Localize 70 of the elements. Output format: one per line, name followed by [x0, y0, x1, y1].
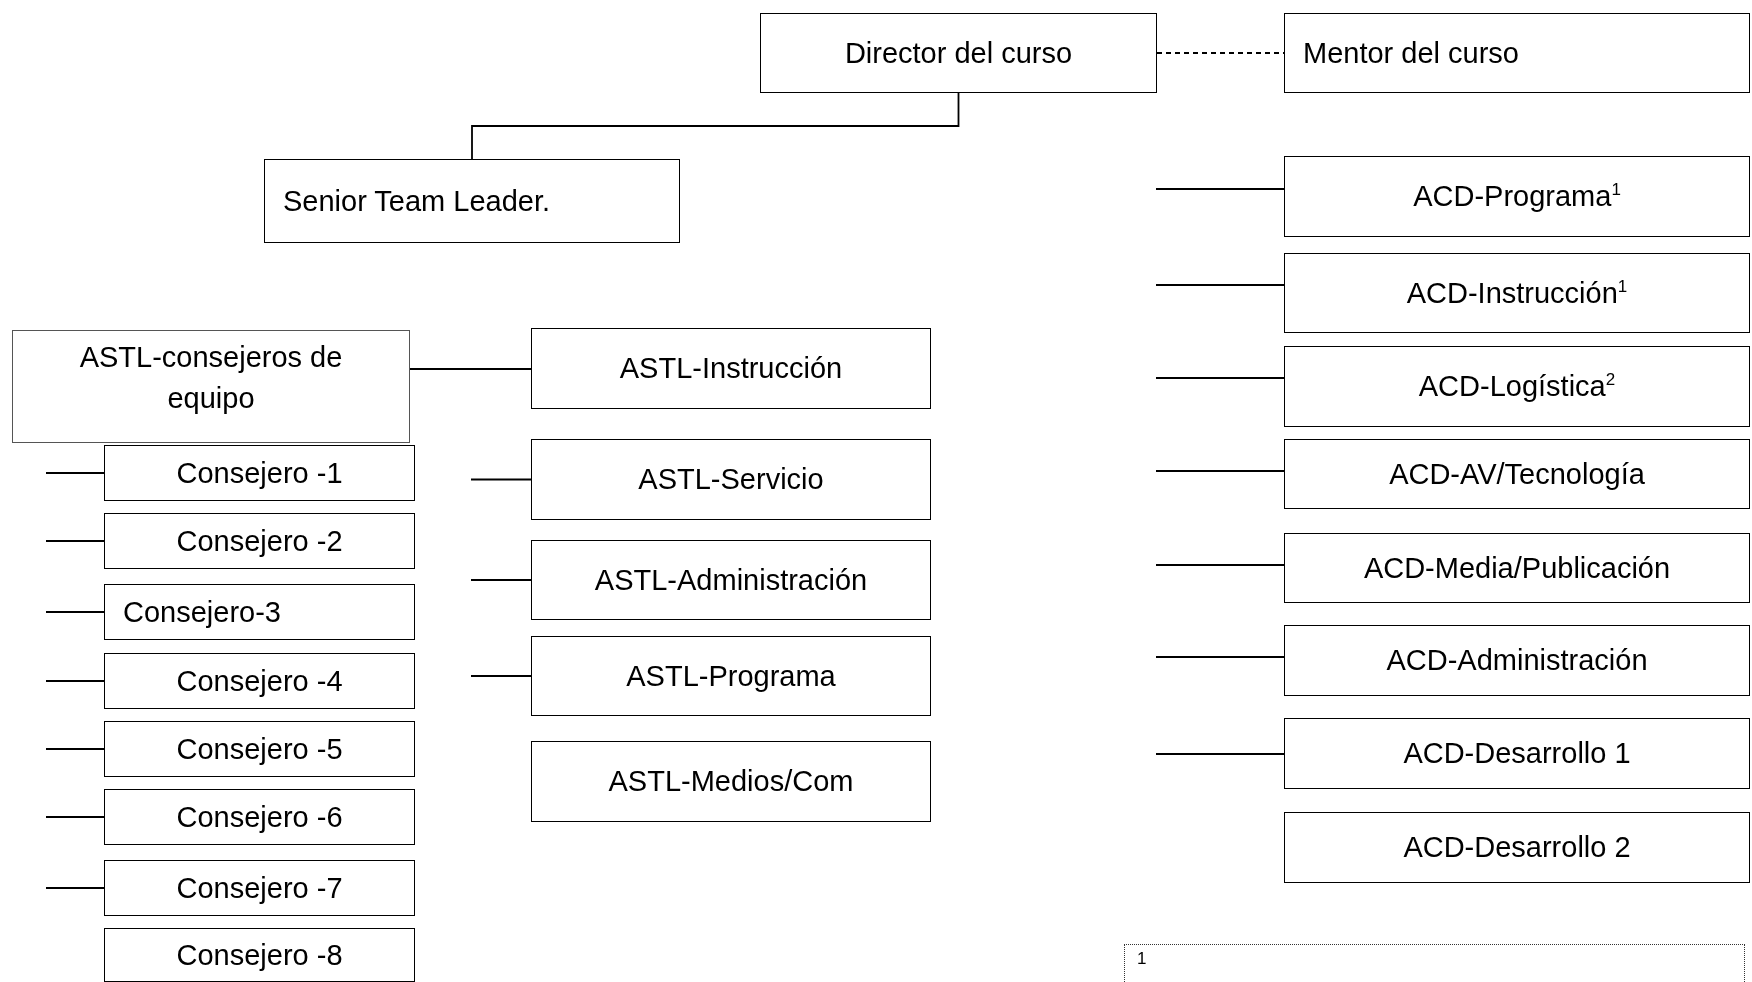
role-label: Mentor del curso: [1303, 35, 1519, 71]
role-label: Consejero -8: [176, 937, 343, 973]
org-chart-box: [104, 584, 415, 640]
org-chart-box: [12, 330, 410, 443]
org-chart-box: [531, 328, 931, 409]
footnote-number: 1: [1137, 949, 1147, 969]
role-label: Consejero -4: [176, 663, 343, 699]
role-label: ASTL-consejeros de equipo: [78, 340, 344, 416]
org-chart-box: [1284, 13, 1750, 93]
org-chart-box: [104, 928, 415, 982]
org-chart-box: [760, 13, 1157, 93]
connector-line: [470, 579, 532, 581]
org-chart-box: [531, 540, 931, 620]
role-label: ACD-Media/Publicación: [1363, 550, 1671, 586]
org-chart-box: [1284, 625, 1750, 696]
role-label: Senior Team Leader.: [283, 183, 551, 219]
org-chart-box: [1284, 533, 1750, 603]
org-chart-box: [531, 741, 931, 822]
org-chart-box: [531, 439, 931, 520]
connector-line: [470, 478, 532, 481]
org-chart-box: [1284, 346, 1750, 427]
role-label: Director del curso: [844, 35, 1073, 71]
connector-line: [471, 92, 960, 160]
connector-line: [45, 680, 105, 682]
connector-line: [45, 816, 105, 818]
role-label: Consejero -6: [176, 799, 343, 835]
org-chart-box: [104, 653, 415, 709]
org-chart-box: [1284, 439, 1750, 509]
org-chart-box: [264, 159, 680, 243]
role-label: ACD-Administración: [1386, 643, 1648, 679]
connector-line: [1155, 284, 1285, 286]
role-label: ACD-AV/Tecnología: [1389, 456, 1645, 492]
role-label: Consejero-3: [123, 594, 281, 630]
role-label: ACD-Programa$^{1}$: [1413, 179, 1621, 215]
org-chart-box: [531, 636, 931, 716]
role-label: ASTL-Servicio: [638, 462, 824, 498]
connector-line: [1155, 753, 1285, 755]
role-label: ACD-Desarrollo 1: [1403, 736, 1631, 772]
role-label: ACD-Desarrollo 2: [1403, 830, 1631, 866]
role-label: ASTL-Instrucción: [619, 351, 843, 387]
role-label: ACD-Instrucción$^{1}$: [1406, 275, 1628, 311]
org-chart-box: [1284, 253, 1750, 333]
role-label: Consejero -1: [176, 455, 343, 491]
connector-line: [45, 611, 105, 613]
org-chart-box: [104, 445, 415, 501]
connector-line: [1155, 564, 1285, 566]
role-label: Consejero -7: [176, 870, 343, 906]
role-label: Consejero -5: [176, 731, 343, 767]
connector-line: [45, 472, 105, 474]
org-chart-box: [104, 721, 415, 777]
connector-line: [409, 368, 532, 370]
connector-line: [1155, 188, 1285, 190]
org-chart-box: [1284, 812, 1750, 883]
role-label: ASTL-Medios/Com: [608, 764, 854, 800]
connector-line: [1155, 656, 1285, 658]
org-chart-box: [104, 513, 415, 569]
connector-line: [45, 540, 105, 542]
role-label: Consejero -2: [176, 523, 343, 559]
role-label: ASTL-Administración: [594, 562, 868, 598]
connector-line: [470, 675, 532, 677]
org-chart-box: [104, 860, 415, 916]
connector-line: [45, 887, 105, 889]
org-chart-box: [104, 789, 415, 845]
org-chart-box: [1284, 718, 1750, 789]
connector-line: [1155, 377, 1285, 379]
connector-line: [1155, 470, 1285, 472]
role-label: ACD-Logística$^{2}$: [1418, 369, 1616, 405]
org-chart-box: [1284, 156, 1750, 237]
role-label: ASTL-Programa: [626, 658, 836, 694]
connector-line: [45, 748, 105, 750]
